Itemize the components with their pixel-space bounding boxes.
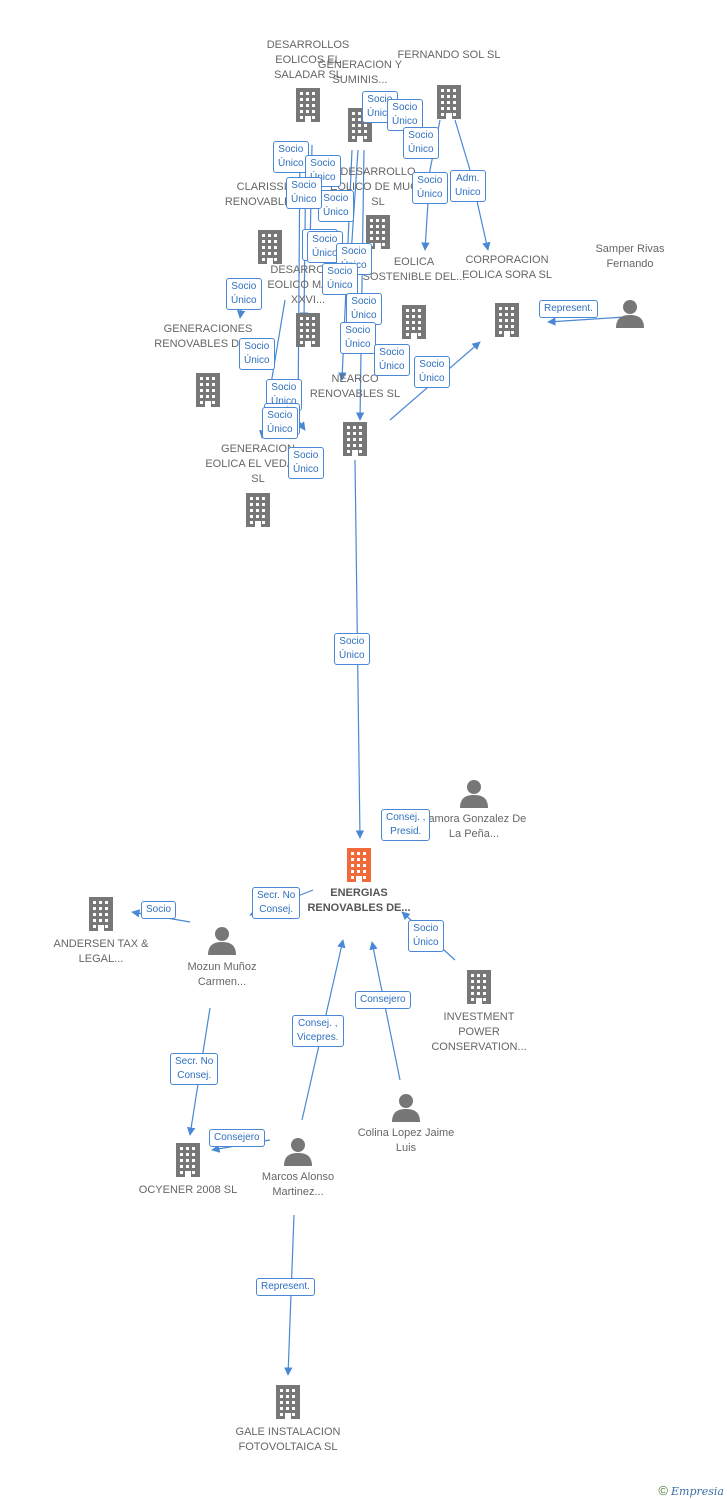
person-icon bbox=[459, 778, 489, 813]
edge-label-28: Socio bbox=[141, 901, 177, 919]
node-label: Colina Lopez Jaime Luis bbox=[357, 1127, 455, 1154]
node-label: GALE INSTALACION FOTOVOLTAICA SL bbox=[235, 1426, 341, 1453]
node-label: INVESTMENT POWER CONSERVATION... bbox=[431, 1011, 527, 1053]
node-label: ENERGIAS RENOVABLES DE... bbox=[307, 887, 411, 914]
building-icon bbox=[293, 313, 323, 352]
edge-line bbox=[355, 149, 365, 421]
edge-label-19: Represent. bbox=[539, 300, 598, 318]
building-icon bbox=[86, 897, 116, 936]
node-label: CORPORACION EOLICA SORA SL bbox=[462, 254, 552, 281]
node-label: ANDERSEN TAX & LEGAL... bbox=[53, 938, 149, 965]
edge-line bbox=[369, 941, 401, 1081]
building-icon bbox=[243, 493, 273, 532]
person-icon bbox=[391, 1092, 421, 1127]
building-icon bbox=[255, 230, 285, 269]
footer-brand[interactable]: © Empresia bbox=[658, 1483, 724, 1498]
edge-label-34: Represent. bbox=[256, 1278, 315, 1296]
node-label: Mozun Muñoz Carmen... bbox=[187, 961, 257, 988]
node-label: Marcos Alonso Martinez... bbox=[261, 1171, 335, 1198]
node-label: EOLICA SOSTENIBLE DEL... bbox=[362, 256, 466, 283]
node-label: DESARROLLOS EOLICOS EL SALADAR SL bbox=[266, 39, 350, 81]
building-icon bbox=[399, 305, 429, 344]
building-icon bbox=[344, 848, 374, 887]
copyright-symbol: © bbox=[658, 1483, 668, 1498]
node-label: OCYENER 2008 SL bbox=[138, 1184, 238, 1196]
person-icon bbox=[207, 925, 237, 960]
building-icon bbox=[434, 85, 464, 124]
node-label: GENERACION Y SUMINIS... bbox=[317, 59, 403, 86]
building-icon bbox=[293, 88, 323, 127]
node-label: Samper Rivas Fernando bbox=[595, 243, 665, 270]
edge-label-33: Consejero bbox=[209, 1129, 265, 1147]
node-label: NEARCO RENOVABLES SL bbox=[309, 373, 401, 400]
person-icon bbox=[283, 1136, 313, 1171]
node-label: FERNANDO SOL SL bbox=[397, 49, 501, 61]
node-label: GENERACIONES RENOVABLES DEL... bbox=[154, 323, 262, 350]
building-icon bbox=[173, 1143, 203, 1182]
building-icon bbox=[193, 373, 223, 412]
node-label: Zamora Gonzalez De La Peña... bbox=[421, 813, 527, 840]
edge-line bbox=[547, 316, 626, 326]
edge-label-31: Consej. ,Vicepres. bbox=[292, 1015, 344, 1047]
building-icon bbox=[464, 970, 494, 1009]
edge-label-26: Consej. ,Presid. bbox=[381, 809, 431, 841]
brand-name: Empresia bbox=[671, 1485, 724, 1498]
node-label: GENERACION EOLICA EL VEDADO SL bbox=[205, 443, 311, 485]
node-label: DESARROLLO EOLICO DE MUGA SL bbox=[330, 166, 426, 208]
building-icon bbox=[492, 303, 522, 342]
building-icon bbox=[273, 1385, 303, 1424]
edge-label-10: Adm.Unico bbox=[450, 170, 486, 202]
building-icon bbox=[340, 422, 370, 461]
person-icon bbox=[615, 298, 645, 333]
edge-label-30: Consejero bbox=[355, 991, 411, 1009]
